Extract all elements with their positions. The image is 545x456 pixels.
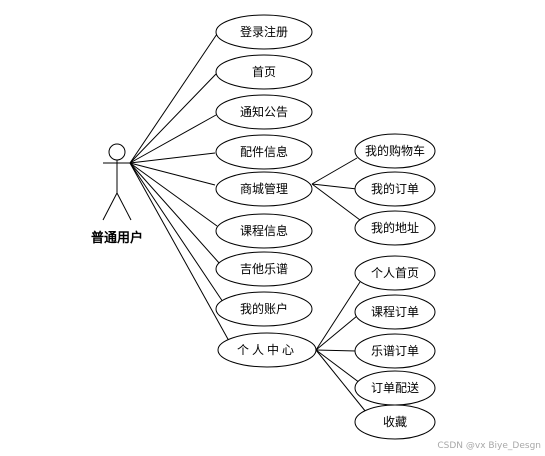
actor-head <box>108 143 126 161</box>
actor-right-leg <box>116 192 132 221</box>
actor-figure <box>102 143 132 221</box>
watermark: CSDN @vx Biye_Desgn <box>437 441 541 451</box>
use-case-account-label: 我的账户 <box>240 301 288 316</box>
use-case-course[interactable]: 课程信息 <box>215 213 313 249</box>
use-case-delivery-label: 订单配送 <box>371 380 419 395</box>
use-case-favorites-label: 收藏 <box>383 415 407 429</box>
use-case-course-orders-label: 课程订单 <box>371 304 419 319</box>
use-case-home[interactable]: 首页 <box>215 54 313 90</box>
actor-label: 普通用户 <box>91 230 143 246</box>
assoc-mall <box>129 162 216 186</box>
use-case-center-label: 个人中心 <box>237 342 297 357</box>
use-case-address-label: 我的地址 <box>371 220 419 235</box>
use-case-delivery[interactable]: 订单配送 <box>354 370 436 406</box>
use-case-score-orders-label: 乐谱订单 <box>371 344 419 358</box>
actor-left-leg <box>102 192 118 221</box>
assoc-score <box>129 162 221 265</box>
use-case-favorites[interactable]: 收藏 <box>354 404 436 440</box>
use-case-account[interactable]: 我的账户 <box>215 291 313 327</box>
actor-associations <box>129 33 230 342</box>
assoc-score-orders <box>315 349 357 352</box>
use-case-score[interactable]: 吉他乐谱 <box>215 251 313 287</box>
use-case-course-label: 课程信息 <box>240 223 288 238</box>
assoc-cart <box>311 157 358 185</box>
use-case-cart[interactable]: 我的购物车 <box>354 133 436 169</box>
assoc-course <box>129 162 218 227</box>
assoc-profile <box>315 281 361 351</box>
use-case-orders-label: 我的订单 <box>371 181 419 196</box>
use-case-login-label: 登录注册 <box>240 24 288 39</box>
use-case-profile-label: 个人首页 <box>371 266 419 280</box>
use-case-score-label: 吉他乐谱 <box>240 262 288 276</box>
use-case-orders[interactable]: 我的订单 <box>354 171 436 207</box>
use-case-address[interactable]: 我的地址 <box>354 210 436 246</box>
assoc-favorites <box>315 349 367 413</box>
assoc-parts <box>129 152 216 164</box>
use-case-parts[interactable]: 配件信息 <box>215 134 313 170</box>
use-case-notice-label: 通知公告 <box>240 105 288 119</box>
use-case-center[interactable]: 个人中心 <box>217 332 317 368</box>
assoc-delivery <box>315 349 361 384</box>
center-associations <box>315 281 367 413</box>
use-case-mall[interactable]: 商城管理 <box>215 171 313 207</box>
assoc-account <box>129 162 224 303</box>
assoc-center <box>129 162 230 342</box>
use-case-course-orders[interactable]: 课程订单 <box>354 294 436 330</box>
use-case-score-orders[interactable]: 乐谱订单 <box>354 333 436 369</box>
use-case-mall-label: 商城管理 <box>240 181 288 196</box>
use-case-home-label: 首页 <box>252 65 276 79</box>
assoc-login <box>129 33 218 164</box>
assoc-notice <box>129 114 217 164</box>
use-case-cart-label: 我的购物车 <box>365 143 425 158</box>
assoc-address <box>311 183 361 221</box>
use-case-notice[interactable]: 通知公告 <box>215 94 313 130</box>
assoc-orders <box>311 183 358 190</box>
use-case-parts-label: 配件信息 <box>240 144 288 159</box>
use-case-profile[interactable]: 个人首页 <box>354 255 436 291</box>
assoc-home <box>129 73 217 164</box>
mall-associations <box>311 157 361 221</box>
use-case-login[interactable]: 登录注册 <box>215 14 313 50</box>
assoc-course-orders <box>315 315 358 351</box>
